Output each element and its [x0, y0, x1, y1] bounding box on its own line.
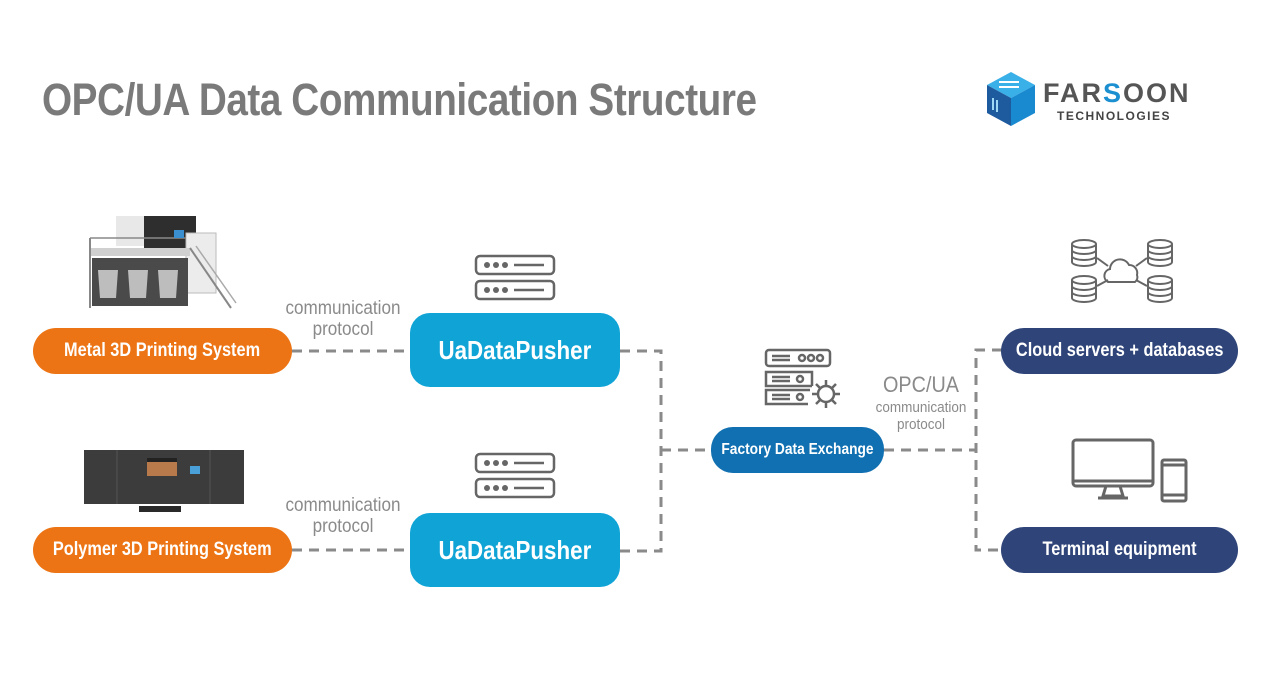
protocol-line-2: protocol: [312, 515, 374, 537]
farsoon-cube-logo-icon: FARSOON TECHNOLOGIES: [987, 72, 1191, 126]
ua-data-pusher-label: UaDataPusher: [438, 334, 592, 365]
protocol-line-2: protocol: [896, 415, 946, 433]
cloud-databases-icon: [1070, 238, 1174, 309]
factory-data-exchange-node[interactable]: Factory Data Exchange: [711, 427, 884, 473]
server-rack-icon: [474, 452, 556, 505]
monitor-phone-icon: [1070, 437, 1190, 508]
metal-protocol-label: communication protocol: [276, 298, 411, 341]
cloud-servers-databases-label: Cloud servers + databases: [1015, 340, 1224, 361]
polymer-3d-printing-system-label: Polymer 3D Printing System: [53, 539, 272, 560]
cloud-servers-databases-node[interactable]: Cloud servers + databases: [1001, 328, 1238, 374]
metal-3d-printer-image: [86, 208, 241, 318]
page-title: OPC/UA Data Communication Structure: [42, 74, 757, 125]
connector-pushers-bus: [620, 349, 663, 553]
connector-destinations-bus: [974, 348, 1002, 552]
terminal-equipment-node[interactable]: Terminal equipment: [1001, 527, 1238, 573]
terminal-equipment-label: Terminal equipment: [1042, 539, 1197, 560]
svg-text:FARSOON: FARSOON: [1043, 78, 1191, 108]
opcua-protocol-label: OPC/UA communication protocol: [872, 372, 971, 433]
opcua-title: OPC/UA: [883, 372, 959, 397]
protocol-line-1: communication: [285, 298, 401, 319]
protocol-line-1: communication: [875, 399, 967, 417]
ua-data-pusher-node-2[interactable]: UaDataPusher: [410, 513, 620, 587]
metal-3d-printing-system-node[interactable]: Metal 3D Printing System: [33, 328, 292, 374]
server-gear-icon: [764, 348, 848, 419]
svg-text:TECHNOLOGIES: TECHNOLOGIES: [1057, 109, 1171, 123]
polymer-3d-printer-image: [82, 446, 247, 519]
farsoon-logo: FARSOON TECHNOLOGIES: [985, 68, 1230, 130]
protocol-line-2: protocol: [312, 318, 374, 340]
polymer-3d-printing-system-node[interactable]: Polymer 3D Printing System: [33, 527, 292, 573]
ua-data-pusher-label: UaDataPusher: [438, 534, 592, 565]
factory-data-exchange-label: Factory Data Exchange: [721, 441, 874, 458]
ua-data-pusher-node-1[interactable]: UaDataPusher: [410, 313, 620, 387]
server-rack-icon: [474, 254, 556, 307]
metal-3d-printing-system-label: Metal 3D Printing System: [64, 340, 261, 361]
protocol-line-1: communication: [285, 495, 401, 516]
polymer-protocol-label: communication protocol: [276, 495, 411, 538]
